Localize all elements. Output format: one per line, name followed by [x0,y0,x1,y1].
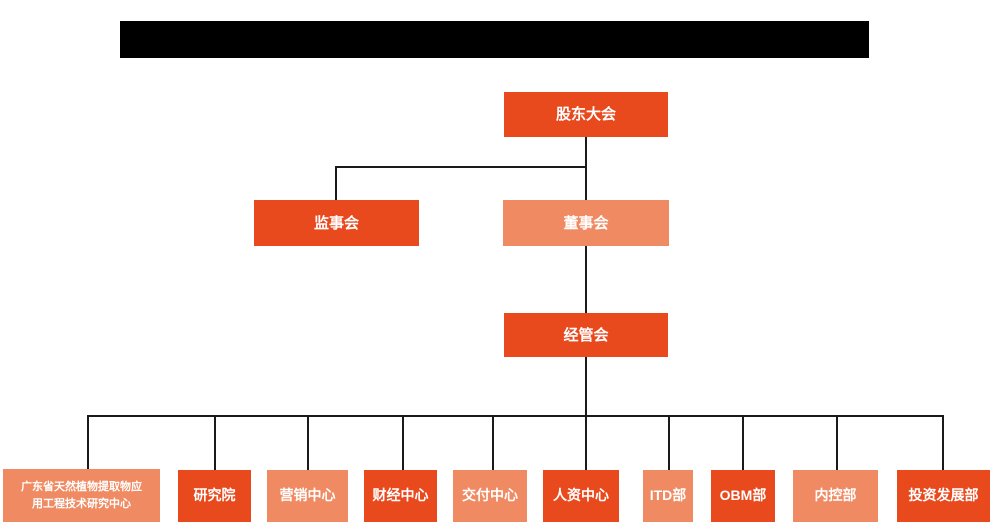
connector-dept-drop-5 [492,416,494,470]
connector-dept-drop-9 [836,416,838,470]
org-node-research-institute: 研究院 [178,470,251,522]
connector-supervisory-drop [335,166,337,200]
connector-dept-bus [87,415,944,417]
org-node-marketing-center: 营销中心 [267,470,348,522]
org-node-delivery-center: 交付中心 [453,470,527,522]
org-node-engineering-research-center: 广东省天然植物提取物应 用工程技术研究中心 [3,469,160,522]
connector-dept-drop-8 [742,416,744,470]
org-node-itd-department: ITD部 [643,470,693,522]
connector-dept-drop-3 [307,416,309,470]
connector-dept-drop-7 [668,416,670,470]
connector-dept-drop-6 [585,416,587,470]
org-node-investment-development-department: 投资发展部 [897,470,990,522]
org-node-finance-center: 财经中心 [364,470,437,522]
connector-dept-drop-4 [402,416,404,470]
connector-board-drop [585,166,587,200]
connector-shareholders-down [585,137,587,168]
org-node-board-of-directors: 董事会 [503,200,669,246]
org-node-internal-control-department: 内控部 [793,470,878,522]
org-node-management-committee: 经管会 [504,313,668,357]
redacted-title-bar [120,21,869,58]
connector-dept-drop-10 [942,416,944,470]
org-node-shareholders-meeting: 股东大会 [504,92,668,137]
org-node-hr-center: 人资中心 [543,470,619,522]
connector-board-to-management [585,246,587,313]
connector-dept-drop-1 [87,416,89,470]
org-node-obm-department: OBM部 [711,470,775,522]
connector-management-down [585,357,587,416]
org-node-supervisory-board: 监事会 [254,200,419,246]
connector-tier2-horizontal [335,166,587,168]
connector-dept-drop-2 [214,416,216,470]
